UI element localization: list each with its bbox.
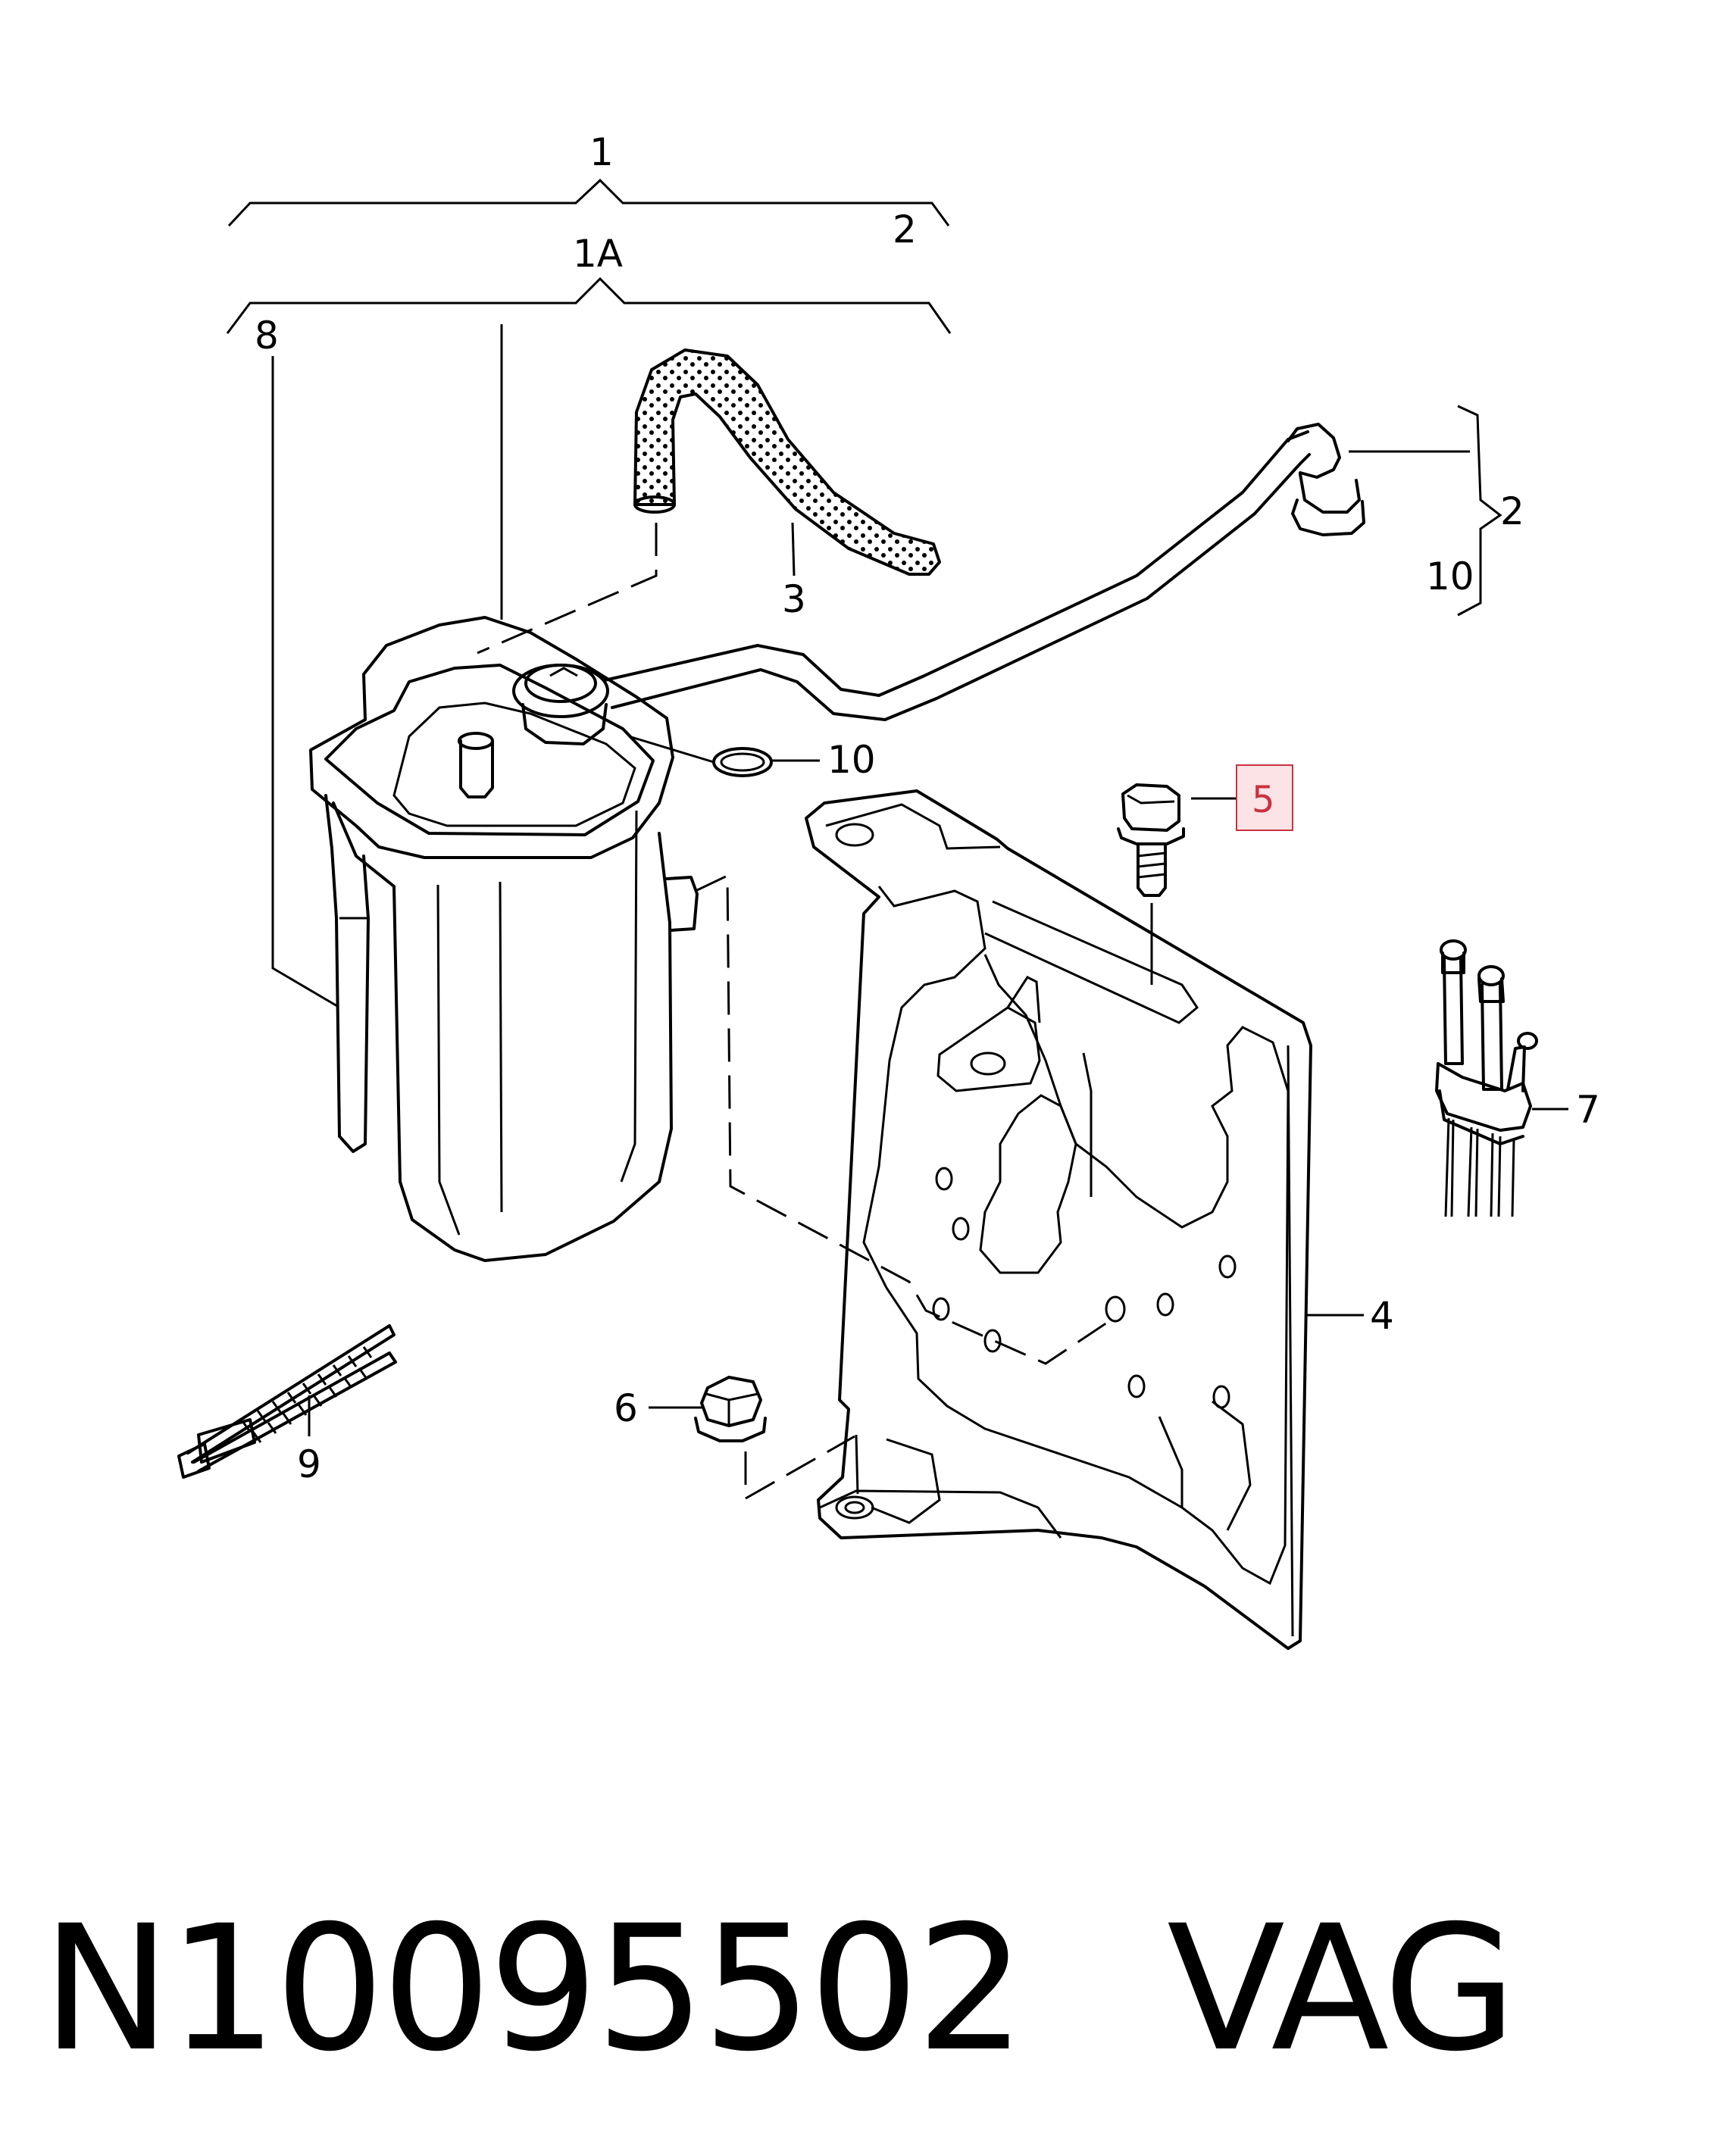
bracket-group-1 (227, 178, 950, 227)
callout-5: 5 (1252, 779, 1275, 821)
bracket-group-1a (226, 277, 952, 334)
callout-7: 7 (1576, 1088, 1600, 1132)
leader-8 (271, 356, 338, 1008)
curved-hose (633, 348, 941, 576)
callout-2-top: 2 (893, 208, 917, 252)
brace-2-10 (1457, 405, 1502, 617)
mounting-bracket (805, 789, 1312, 1650)
bolt (1117, 783, 1185, 897)
callout-10-right: 10 (1426, 555, 1474, 598)
o-ring (712, 747, 773, 777)
callout-8: 8 (255, 314, 279, 358)
parts-diagram: 1 2 1A 8 2 (177, 130, 1600, 1650)
leader-10-ring-to-cap (628, 735, 714, 764)
charcoal-canister (309, 616, 699, 1262)
flange-nut (694, 1376, 767, 1442)
callout-6: 6 (614, 1386, 638, 1430)
part-number: N10095502 (42, 1888, 1026, 2089)
part-number-footer: N10095502 VAG (42, 1890, 1709, 2087)
leader-6-stud (855, 1434, 859, 1495)
dash-nut-to-bracket (744, 1435, 855, 1501)
callout-2-right: 2 (1500, 489, 1524, 533)
dash-hose-to-canister (477, 523, 658, 655)
brand-name: VAG (1167, 1888, 1517, 2089)
leader-3 (791, 522, 796, 576)
pipe-clip (1435, 939, 1538, 1217)
callout-3: 3 (782, 577, 806, 621)
callout-5-highlight[interactable] (1236, 764, 1293, 831)
callout-10-ring: 10 (827, 738, 876, 782)
vent-pipe (603, 423, 1365, 721)
callout-1a: 1A (573, 232, 623, 276)
callout-4: 4 (1370, 1294, 1394, 1338)
callout-1: 1 (589, 130, 614, 174)
callout-9: 9 (297, 1442, 321, 1486)
dash-canister-to-bracket (695, 873, 1115, 1365)
cable-tie (177, 1324, 397, 1479)
